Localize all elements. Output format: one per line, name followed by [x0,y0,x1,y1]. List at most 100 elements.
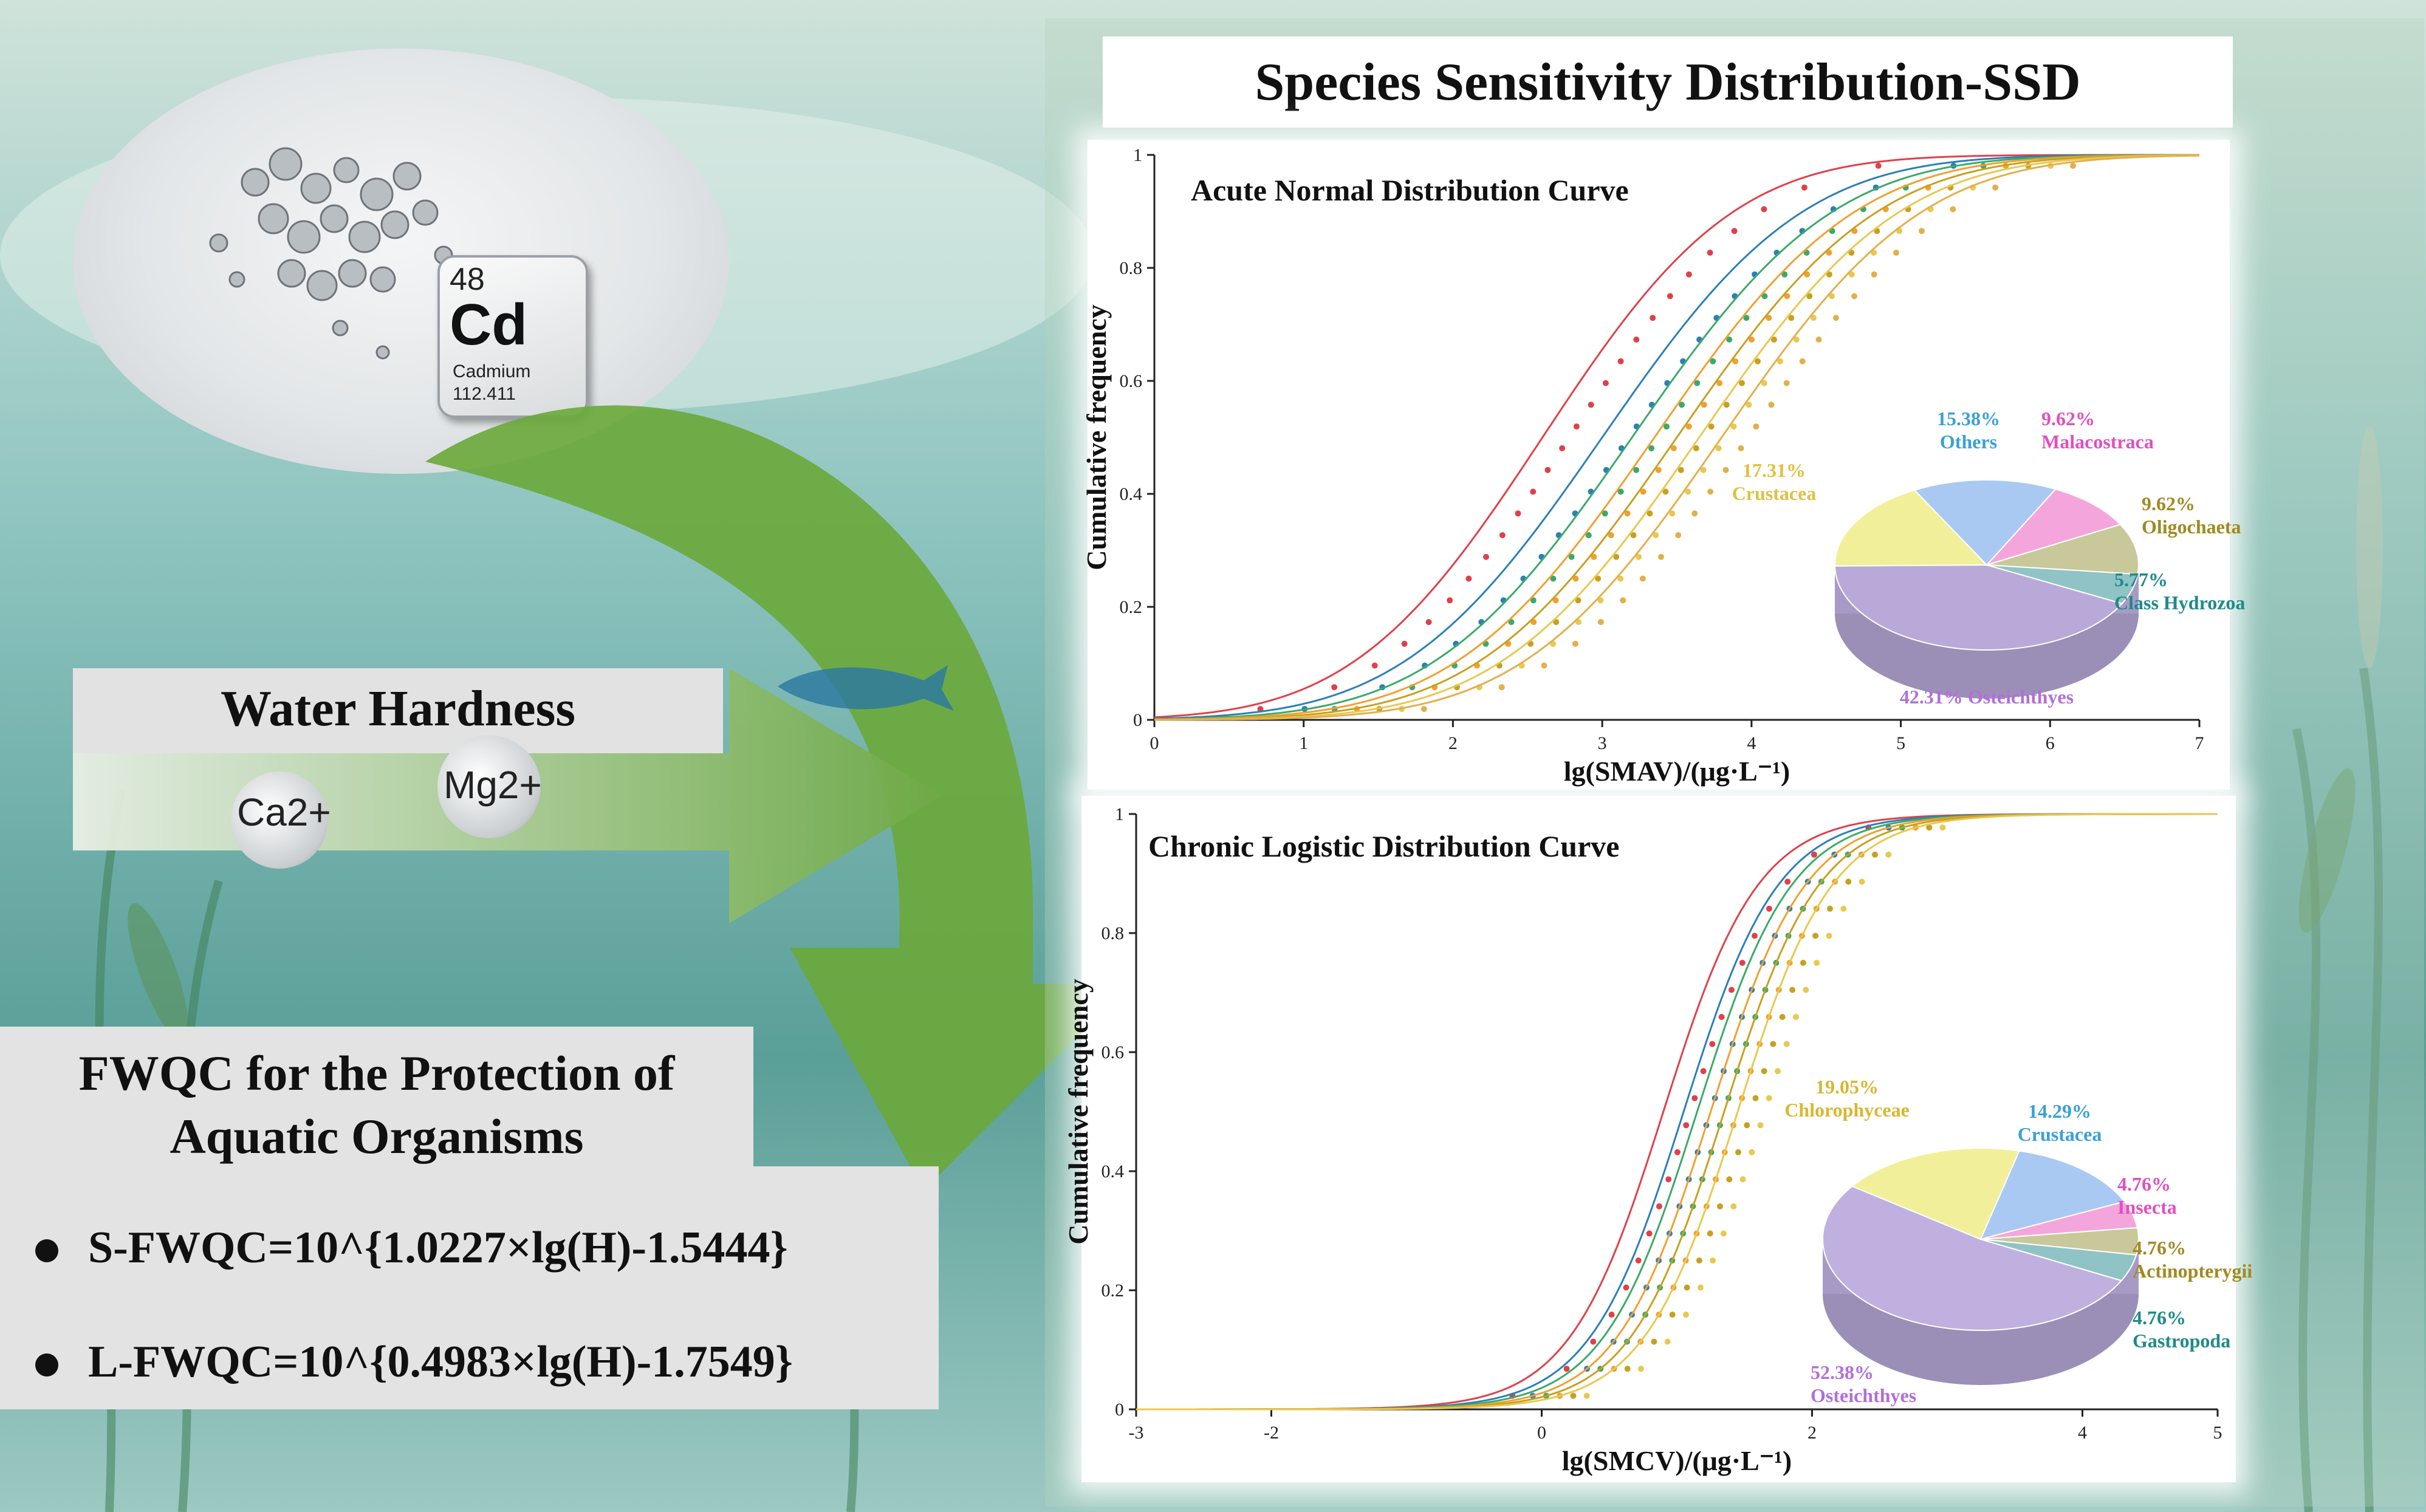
x-axis-label: lg(SMCV)/(μg·L⁻¹) [1562,1445,1792,1476]
data-point [1716,380,1723,386]
x-tick-label: 6 [2046,733,2055,753]
data-point [1420,706,1427,713]
data-point [1639,575,1646,582]
x-axis-label: lg(SMAV)/(μg·L⁻¹) [1564,756,1790,787]
data-point [1638,1366,1644,1372]
data-point [1832,315,1839,321]
data-point [1613,553,1620,560]
element-name: Cadmium [453,361,531,381]
y-tick-label: 0.4 [1120,484,1143,504]
data-point [1806,293,1813,299]
data-point [1633,467,1640,473]
data-point [1691,510,1698,517]
data-point [1664,423,1670,430]
data-point [1602,510,1608,517]
data-point [1726,337,1733,343]
data-point [1783,380,1790,386]
pie-label: 15.38%Others [1937,408,2000,453]
data-point [1766,905,1772,912]
mg-ion-sphere [437,735,541,838]
data-point [1752,1095,1759,1101]
data-point [1919,228,1925,234]
fish-icon [778,665,954,711]
data-point [1401,640,1408,647]
mg-ion-label: Mg2+ [444,763,542,807]
fwqc-title-line2: Aquatic Organisms [170,1109,584,1164]
data-point [1784,878,1791,885]
data-point [1583,1392,1590,1399]
data-point [1664,1338,1671,1345]
data-point [1575,597,1581,604]
data-point [1591,553,1597,560]
data-point [1840,905,1847,912]
pie-label: 52.38%Osteichthyes [1811,1361,1916,1406]
data-point [1597,597,1604,604]
data-point [1707,250,1713,256]
data-point [1499,532,1506,538]
data-point [1635,1257,1642,1264]
ca-ion-label: Ca2+ [237,790,331,834]
data-point [1718,1014,1725,1021]
data-point [1646,1230,1653,1237]
data-point [1752,932,1758,939]
data-point [2070,162,2076,169]
x-tick-label: 7 [2195,733,2204,753]
y-tick-label: 0.8 [1120,258,1143,278]
x-tick-label: 0 [1537,1423,1546,1443]
data-point [1573,423,1580,430]
y-axis-label: Cumulative frequency [1063,979,1094,1244]
data-point [1585,532,1592,538]
water-hardness-box [73,668,723,753]
series-curve [1154,154,2200,720]
data-point [1572,575,1579,582]
y-tick-label: 0.6 [1120,371,1143,391]
data-point [1739,1176,1746,1183]
data-point [1541,662,1547,669]
x-tick-label: -3 [1129,1423,1144,1443]
data-point [1701,402,1707,408]
data-point [1651,1338,1657,1345]
data-point [1812,932,1819,939]
series-curve [1154,154,2199,721]
data-point [1720,1230,1727,1237]
pie-slice [1979,1150,2126,1240]
data-point [1739,380,1745,386]
data-point [1722,467,1729,473]
pie-label: 9.62%Malacostraca [2041,408,2154,453]
pie-label: 42.31% Osteichthyes [1900,686,2074,708]
cadmium-image-oval [73,49,729,474]
data-point [1746,402,1752,408]
data-point [1738,445,1744,451]
x-tick-label: 1 [1299,733,1308,753]
data-point [1559,445,1566,451]
x-tick-label: 2 [1808,1423,1817,1443]
chart-title: Chronic Logistic Distribution Curve [1148,829,1620,863]
series-curve [1154,154,2200,720]
data-point [1761,1068,1767,1075]
pie-slice [1986,564,2139,604]
pie-label: 5.77%Class Hydrozoa [2114,569,2245,614]
x-tick-label: 2 [1448,733,1458,753]
series-curve [1154,154,2199,721]
atomic-number: 48 [450,262,485,297]
data-point [1730,1203,1737,1209]
series-curve [1136,813,2218,1411]
data-point [1803,987,1809,993]
data-point [1552,597,1559,604]
ssd-title-box [1103,36,2233,128]
data-point [1757,1122,1764,1129]
fwqc-formula-box [0,1166,939,1409]
data-point [1730,423,1737,430]
data-point [1728,987,1735,993]
pie-label: 17.31%Crustacea [1732,459,1817,504]
data-point [1731,228,1738,234]
data-point [1700,1068,1707,1075]
data-point [1425,619,1432,625]
data-point [1685,423,1692,430]
data-point [1770,1041,1777,1047]
data-point [1801,184,1808,191]
pie-label: 19.05%Chlorophyceae [1784,1076,1910,1121]
x-tick-label: 4 [2078,1423,2087,1443]
data-point [1530,488,1537,495]
data-point [1783,1041,1790,1047]
